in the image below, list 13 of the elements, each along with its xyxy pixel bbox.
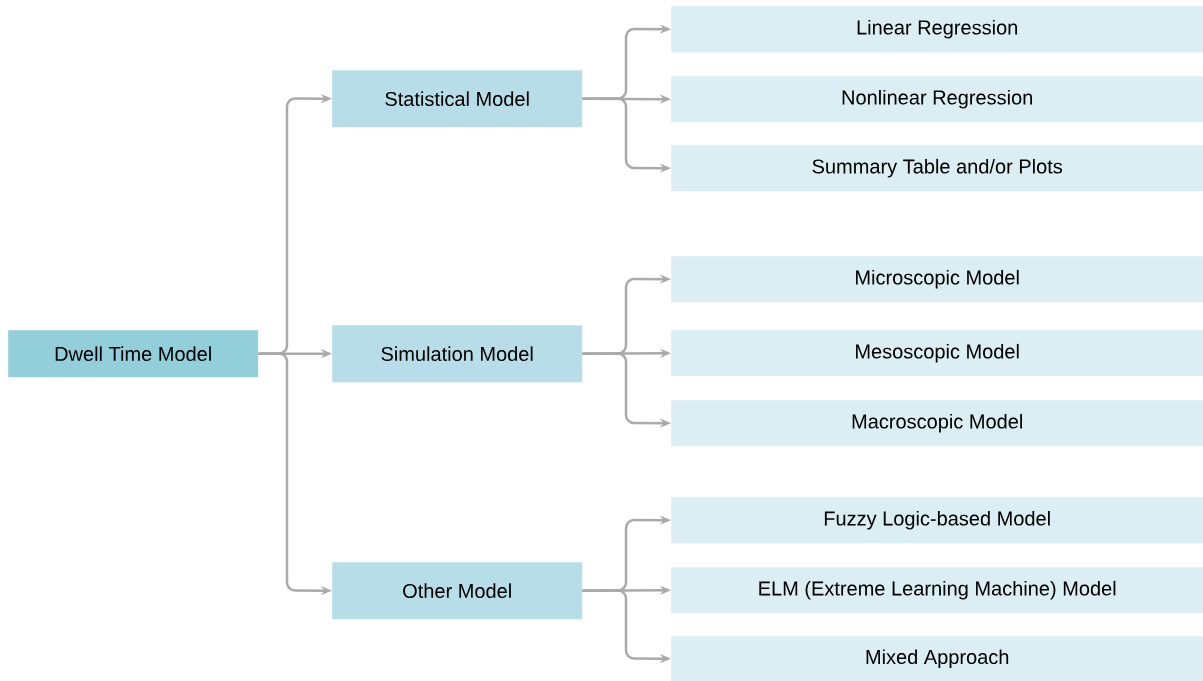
box: Macroscopic Model [671, 400, 1203, 447]
box: Statistical Model [332, 70, 583, 128]
box: Fuzzy Logic-based Model [671, 497, 1203, 544]
box: Dwell Time Model [8, 330, 259, 378]
box: Other Model [332, 562, 583, 620]
box: Linear Regression [671, 6, 1203, 53]
box: Summary Table and/or Plots [671, 145, 1203, 192]
box: Mesoscopic Model [671, 330, 1203, 377]
box: Simulation Model [332, 325, 583, 383]
box: ELM (Extreme Learning Machine) Model [671, 567, 1203, 614]
box: Nonlinear Regression [671, 76, 1203, 123]
box: Mixed Approach [671, 636, 1203, 681]
box: Microscopic Model [671, 256, 1203, 303]
